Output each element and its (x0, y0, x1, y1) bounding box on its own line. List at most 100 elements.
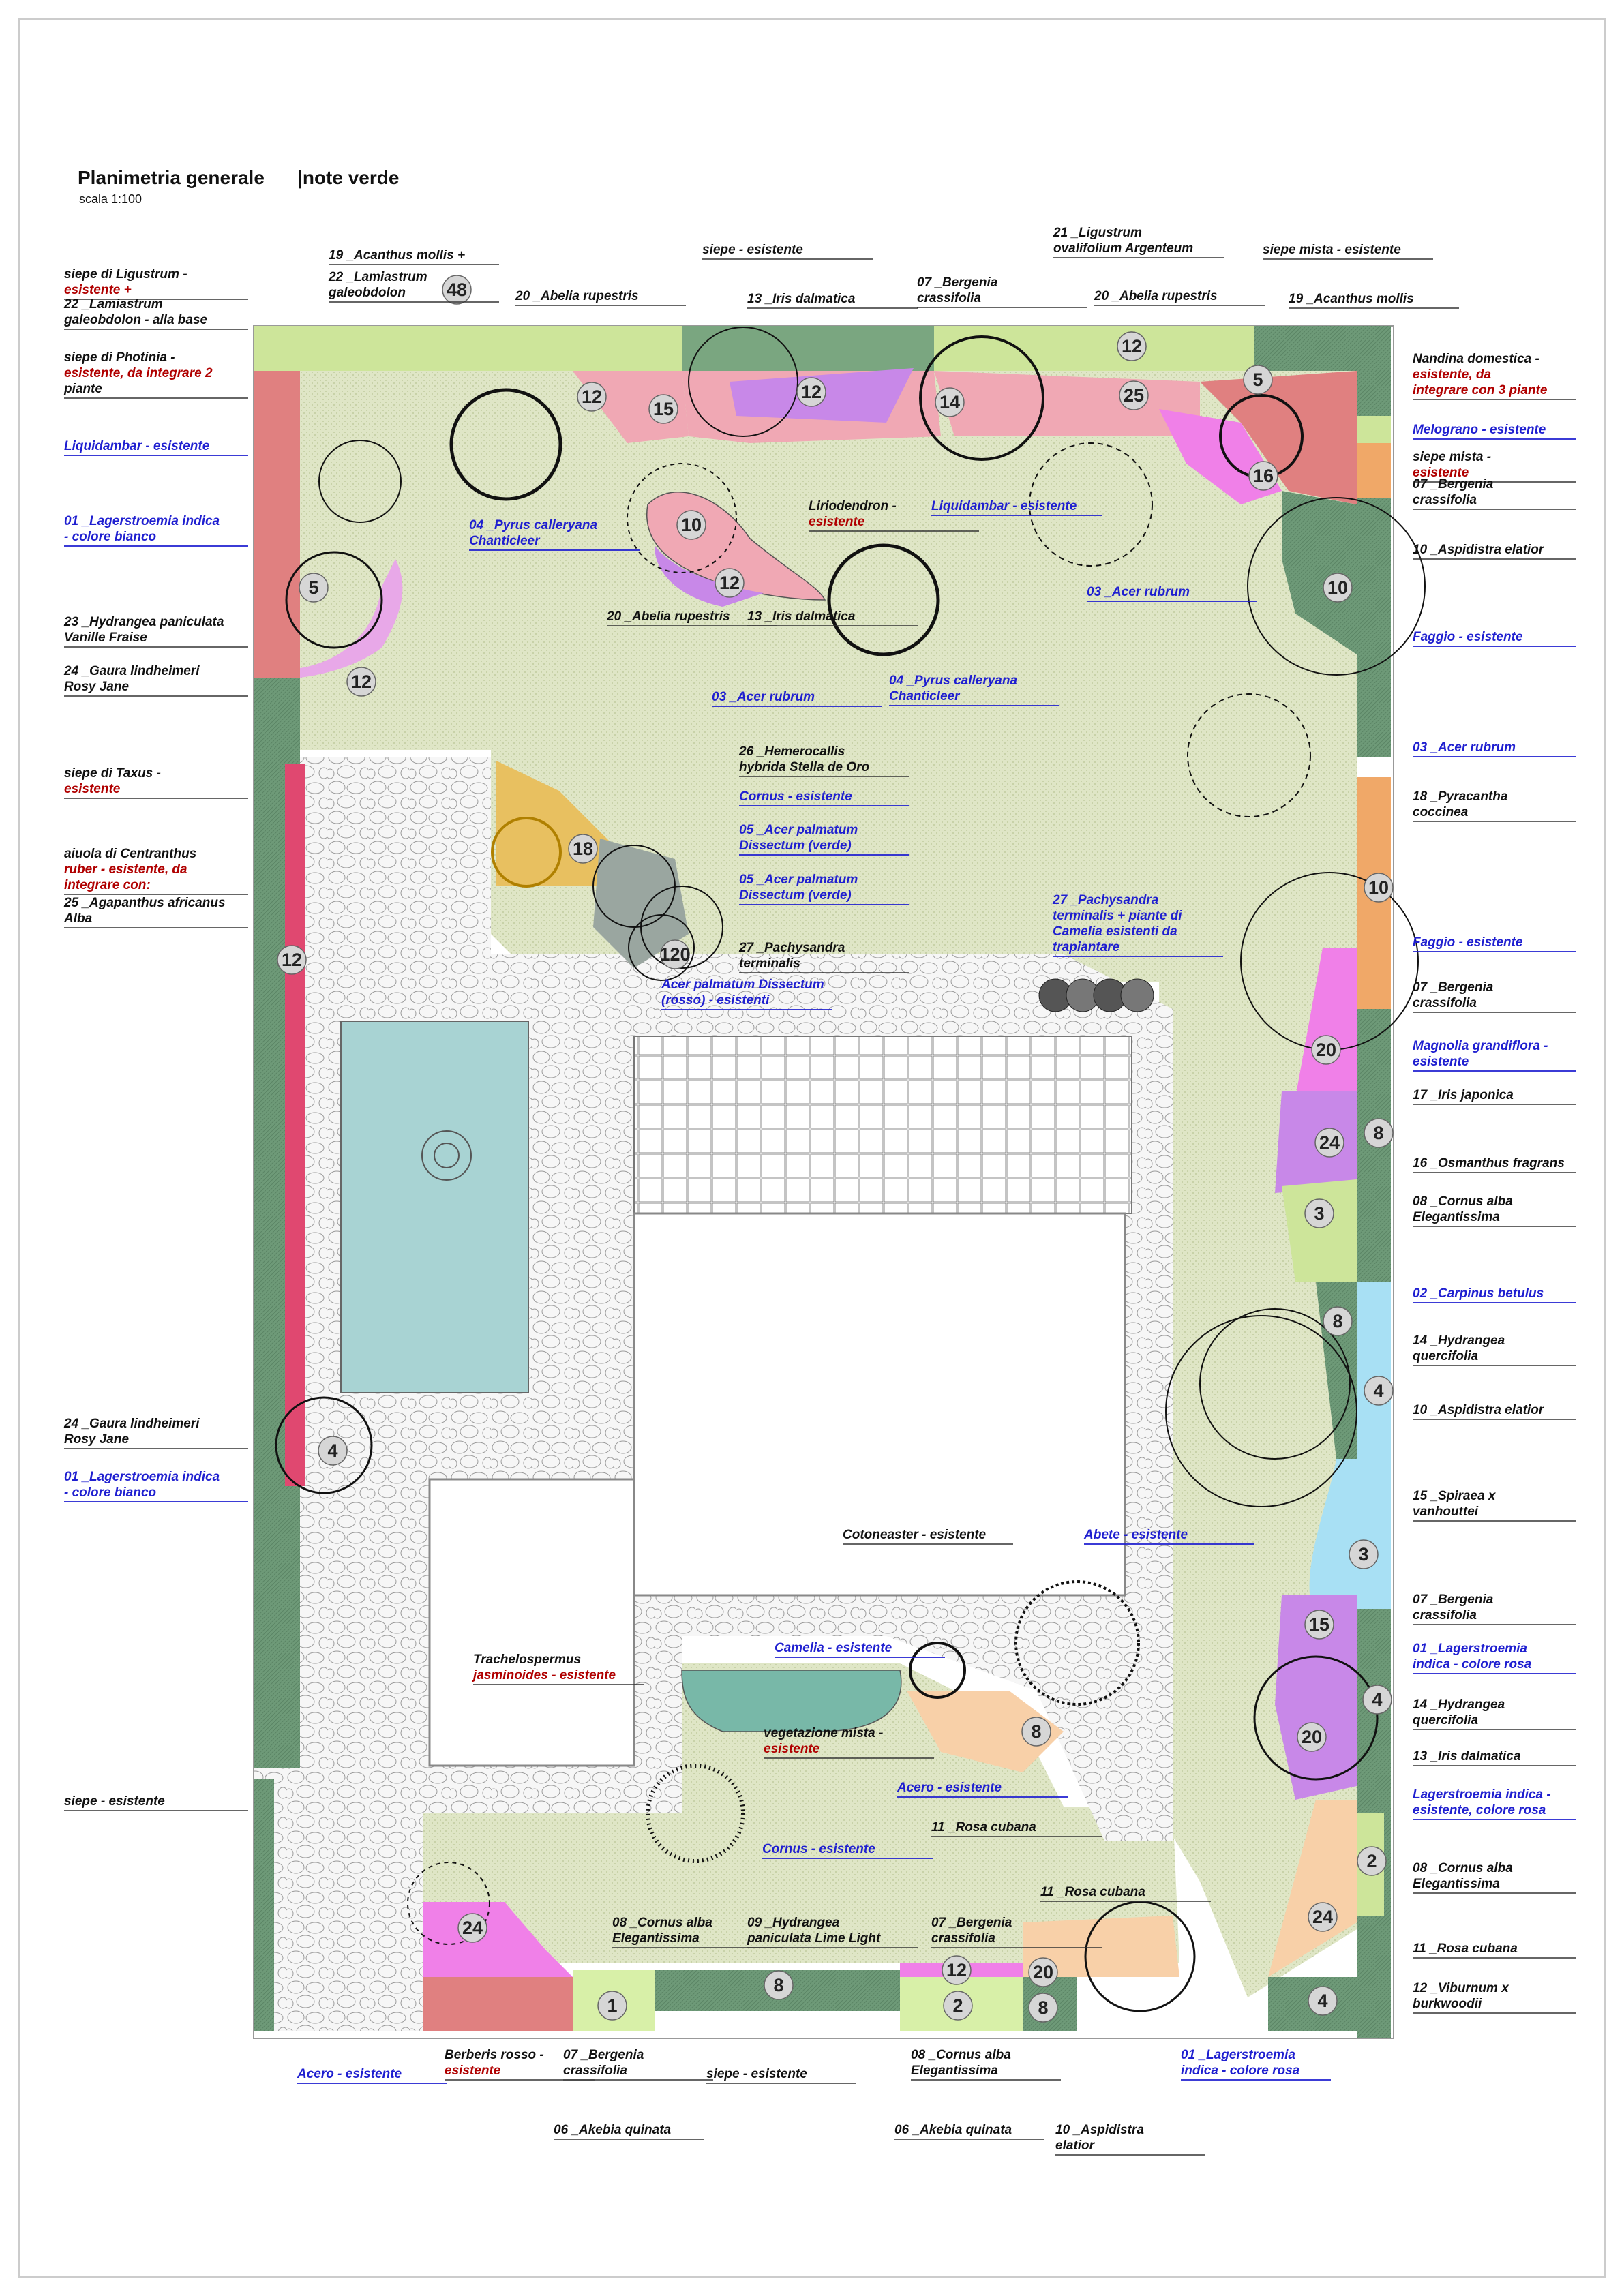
tree-symbols (275, 327, 1426, 2012)
plant-label: 11 _Rosa cubana (1413, 1942, 1518, 1956)
page-border (18, 18, 1606, 2278)
bed-number: 10 (681, 515, 702, 535)
bed-number: 4 (1373, 1380, 1383, 1401)
plant-label: siepe di Ligustrum -esistente + (64, 267, 187, 297)
bed-number: 1 (607, 1995, 617, 2016)
bed-number-marker: 4 (1362, 1685, 1392, 1715)
bed-number: 4 (1372, 1689, 1382, 1710)
bed-number: 8 (1031, 1721, 1041, 1742)
lagerstroemia-tree-east (1253, 1655, 1379, 1781)
acer-rubrum-tree-center (627, 463, 737, 573)
plant-label: siepe mista -esistente (1413, 450, 1491, 480)
bed-number-marker: 3 (1304, 1198, 1334, 1228)
bed-number-marker: 3 (1349, 1539, 1379, 1569)
plant-label: 06 _Akebia quinata (894, 2123, 1012, 2137)
bed-berberis (423, 1977, 573, 2031)
bed-number-marker: 8 (1021, 1717, 1051, 1747)
plant-label: 01 _Lagerstroemia indica- colore bianco (64, 514, 220, 544)
plant-label: 20 _Abelia rupestris (1094, 289, 1218, 303)
bed-number: 120 (659, 944, 690, 965)
bed-number: 24 (1319, 1132, 1340, 1153)
bed-number: 15 (1309, 1614, 1329, 1635)
plant-label: siepe di Photinia -esistente, da integra… (63, 350, 213, 396)
bed-number-marker: 14 (935, 387, 965, 417)
bed-number-marker: 12 (1117, 331, 1147, 361)
plant-label: 20 _Abelia rupestris (515, 289, 639, 303)
lagerstroemia-tree-west (275, 1396, 373, 1494)
plant-label: 10 _Aspidistra elatior (1413, 543, 1545, 557)
hedge-top-east (934, 326, 1254, 371)
hedge-photinia (254, 371, 300, 678)
bed-number: 15 (653, 399, 674, 419)
plant-label: 19 _Acanthus mollis (1289, 292, 1414, 306)
abete-tree (1014, 1580, 1140, 1706)
bed-number: 8 (1038, 1997, 1048, 2018)
bed-number-marker: 10 (676, 510, 706, 540)
lawn-south (423, 1807, 1179, 1963)
bed-number-marker: 24 (1308, 1902, 1338, 1932)
bed-number: 12 (719, 573, 740, 593)
bed-number-marker: 5 (299, 573, 329, 603)
bed-number: 8 (1373, 1123, 1383, 1143)
bed-centranthus (285, 764, 305, 1486)
liquidambar-tree-west (318, 440, 402, 523)
plant-label: Faggio - esistente (1413, 630, 1523, 644)
bed-number-marker: 20 (1028, 1957, 1058, 1987)
cornus-tree (491, 817, 562, 888)
bed-number: 12 (282, 950, 302, 970)
bed-number-marker: 16 (1248, 461, 1278, 491)
bed-number: 8 (773, 1975, 783, 1995)
plant-label: Liriodendron -esistente (809, 499, 897, 529)
bed-number-marker: 20 (1297, 1722, 1327, 1752)
bed-number: 18 (573, 839, 593, 859)
plant-label: Abete - esistente (1083, 1528, 1188, 1542)
bed-number-marker: 10 (1364, 873, 1394, 903)
bed-25 (934, 371, 1200, 436)
bed-number: 24 (462, 1918, 483, 1938)
bed-number: 2 (952, 1995, 963, 2016)
plant-label: Liquidambar - esistente (64, 439, 210, 453)
terrace-tiles (633, 1036, 1132, 1214)
plant-label: siepe mista - esistente (1263, 243, 1401, 257)
bed-number: 12 (946, 1960, 967, 1980)
bed-number: 14 (939, 392, 960, 412)
house-footprint (633, 1212, 1126, 1597)
plant-label: 03 _Acer rubrum (1413, 740, 1516, 755)
acer-palmatum-3 (628, 914, 695, 981)
bed-number-marker: 10 (1323, 573, 1353, 603)
plant-label: Acer palmatum Dissectum(rosso) - esisten… (661, 978, 824, 1008)
plant-label: Lagerstroemia indica -esistente, colore … (1413, 1787, 1551, 1817)
bed-number-marker: 20 (1311, 1035, 1341, 1065)
bed-number-marker: 12 (277, 945, 307, 975)
bed-number: 2 (1366, 1851, 1377, 1871)
pyrus-tree-north (449, 388, 562, 501)
plant-label: Berberis rosso -esistente (445, 2048, 544, 2078)
bed-24-south (1268, 1800, 1357, 1977)
bed-20-south (1023, 1916, 1179, 1977)
bed-number: 3 (1358, 1544, 1368, 1565)
bed-lagerstroemia-rosa (1275, 1595, 1357, 1800)
plant-labels: siepe di Ligustrum -esistente +22 _Lamia… (63, 226, 1576, 2156)
plant-label: siepe di Taxus -esistente (64, 766, 161, 796)
bed-number-marker: 120 (659, 939, 691, 969)
plant-label: 17 _Iris japonica (1413, 1088, 1514, 1102)
bed-pachysandra (593, 839, 689, 968)
